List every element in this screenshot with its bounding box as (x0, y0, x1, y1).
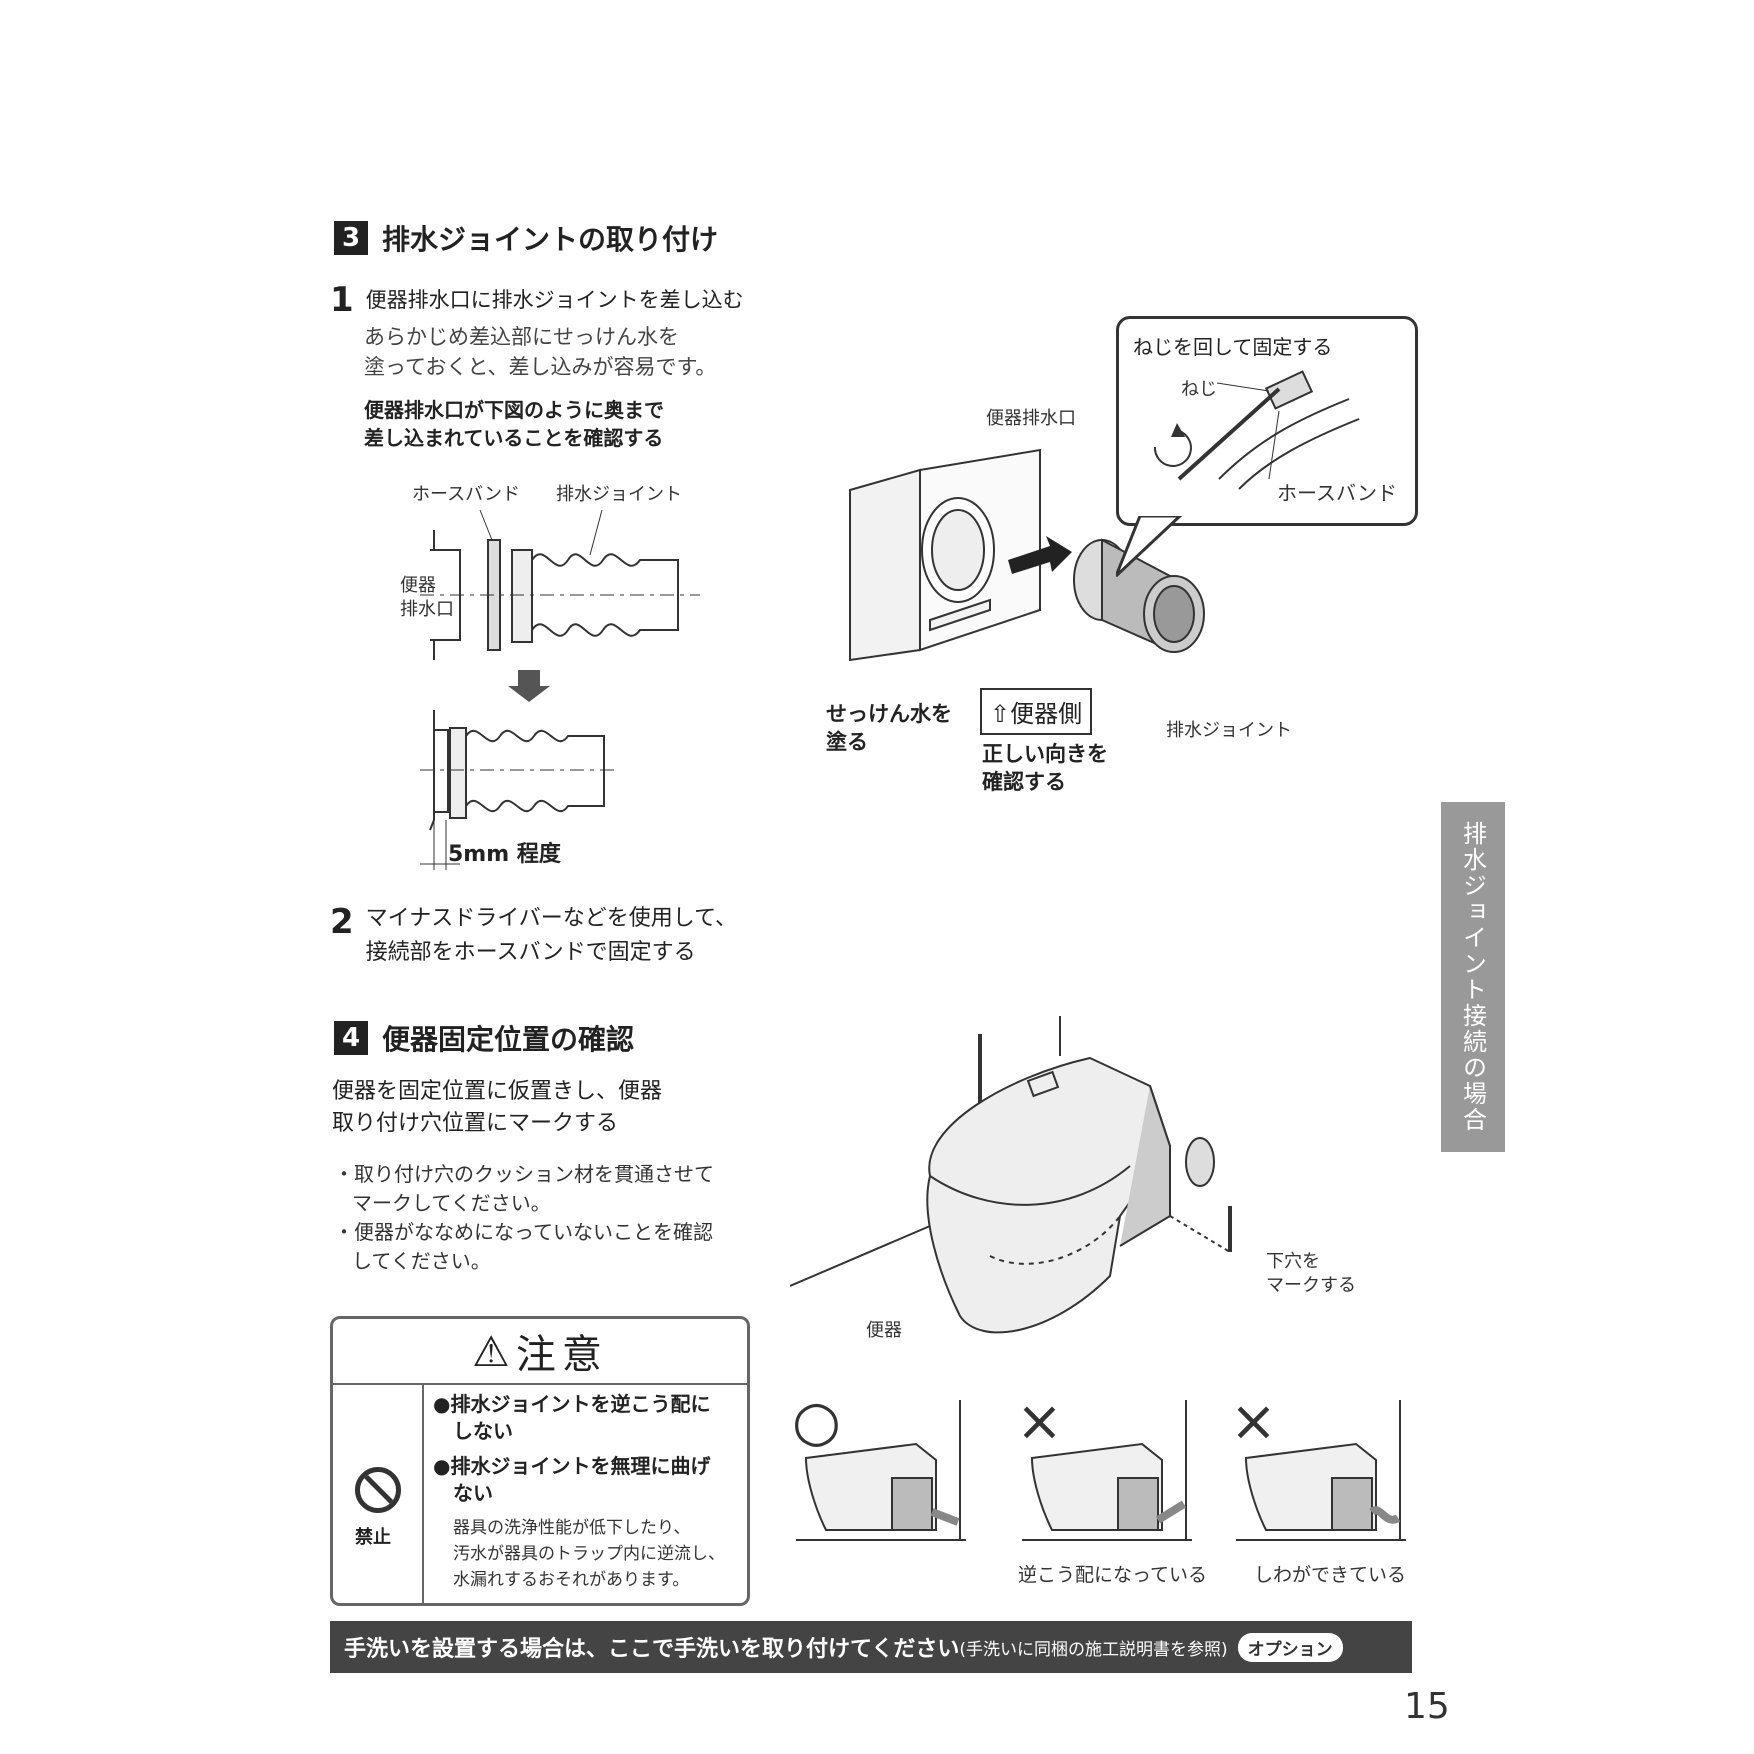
screw-tightening-illustration (1153, 370, 1360, 490)
bullet-line: ・取り付け穴のクッション材を貫通させて (334, 1162, 714, 1186)
bottom-banner: 手洗いを設置する場合は、ここで手洗いを取り付けてください (手洗いに同梱の施工説… (330, 1621, 1412, 1673)
section-3-heading: 3 排水ジョイントの取り付け (334, 218, 718, 258)
label-toilet-outlet-2: 便器排水口 (986, 408, 1076, 429)
ng-mark-2: × (1230, 1389, 1277, 1454)
label-line: 下穴を (1266, 1251, 1320, 1272)
prohibit-icon (355, 1467, 401, 1513)
label-mark-hole: 下穴を マークする (1266, 1250, 1356, 1298)
caption-wrinkled: しわができている (1254, 1564, 1407, 1586)
step-line: 接続部をホースバンドで固定する (365, 940, 696, 965)
note-line: 差し込まれていることを確認する (364, 426, 664, 450)
section-4-bullets: ・取り付け穴のクッション材を貫通させて マークしてください。 ・便器がななめにな… (334, 1160, 714, 1276)
callout-title: ねじを回して固定する (1133, 335, 1333, 359)
instruction-line: 取り付け穴位置にマークする (332, 1111, 619, 1136)
label-hose-band-2: ホースバンド (1277, 481, 1397, 505)
ng-mark-1: × (1016, 1389, 1063, 1454)
callout-pointer (1116, 516, 1183, 578)
bullet-line: マークしてください。 (352, 1191, 551, 1215)
bullet-line: してください。 (352, 1249, 491, 1273)
section-number: 4 (334, 1021, 368, 1055)
sidebar-tab: 排水ジョイント接続の場合 (1441, 802, 1505, 1152)
step-2-text: マイナスドライバーなどを使用して、 接続部をホースバンドで固定する (366, 902, 737, 970)
label-hose-band: ホースバンド (412, 484, 520, 505)
step-line: マイナスドライバーなどを使用して、 (365, 906, 738, 931)
instruction-line: 便器を固定位置に仮置きし、便器 (332, 1079, 663, 1104)
label-line: 塗る (826, 730, 868, 754)
callout-box: ねじを回して固定する ねじ ホースバンド (1116, 316, 1418, 526)
caution-title: 注意 (515, 1332, 608, 1378)
step-number: 1 (330, 280, 354, 320)
detail-line: 器具の洗浄性能が低下したり、 (453, 1518, 691, 1538)
label-line: 便器 (400, 575, 436, 596)
section-4-heading: 4 便器固定位置の確認 (334, 1018, 634, 1058)
step-number: 2 (330, 902, 354, 942)
step-1-heading: 1 便器排水口に排水ジョイントを差し込む (330, 280, 744, 320)
joint-insertion-diagram (420, 509, 700, 870)
toilet-outlet-illustration (849, 448, 1205, 662)
bullet-line: ・便器がななめになっていないことを確認 (334, 1220, 713, 1244)
banner-subtext: (手洗いに同梱の施工説明書を参照) (959, 1639, 1228, 1660)
section-title: 排水ジョイントの取り付け (382, 223, 719, 256)
label-apply-soap: せっけん水を 塗る (826, 700, 952, 756)
caution-line: ない (453, 1481, 493, 1505)
caution-header: ⚠ 注意 (333, 1319, 747, 1385)
caution-line: ●排水ジョイントを無理に曲げ (433, 1454, 711, 1478)
prohibit-label: 禁止 (355, 1527, 391, 1548)
step-title: 便器排水口に排水ジョイントを差し込む (365, 288, 744, 312)
toilet-side-tag: ⇧便器側 (980, 688, 1093, 735)
label-gap: 5mm 程度 (448, 842, 561, 867)
option-badge: オプション (1237, 1632, 1343, 1662)
label-screw: ねじ (1181, 379, 1217, 400)
label-line: せっけん水を (826, 702, 952, 726)
label-drain-joint: 排水ジョイント (556, 484, 682, 505)
label-drain-joint-2: 排水ジョイント (1166, 720, 1292, 741)
toilet-position-illustration (790, 1016, 1232, 1334)
caption-reverse-slope: 逆こう配になっている (1018, 1564, 1208, 1586)
banner-text: 手洗いを設置する場合は、ここで手洗いを取り付けてください (344, 1637, 960, 1662)
note-line: 便器排水口が下図のように奥まで (364, 398, 664, 422)
caution-line: しない (453, 1419, 513, 1443)
detail-line: 水漏れするおそれがあります。 (453, 1570, 690, 1590)
check-direction-note: 正しい向きを 確認する (982, 740, 1108, 796)
caution-detail: 器具の洗浄性能が低下したり、 汚水が器具のトラップ内に逆流し、 水漏れするおそれ… (453, 1515, 725, 1593)
label-line: 排水口 (400, 599, 454, 620)
desc-line: あらかじめ差込部にせっけん水を (364, 325, 679, 349)
section-number: 3 (334, 221, 368, 255)
page-number: 15 (1404, 1686, 1450, 1727)
desc-line: 塗っておくと、差し込みが容易です。 (364, 355, 717, 379)
step-2: 2 マイナスドライバーなどを使用して、 接続部をホースバンドで固定する (330, 902, 737, 970)
label-line: マークする (1266, 1275, 1356, 1296)
note-line: 正しい向きを (982, 742, 1108, 766)
section-title: 便器固定位置の確認 (382, 1023, 635, 1056)
label-toilet-outlet: 便器 排水口 (400, 574, 454, 622)
detail-line: 汚水が器具のトラップ内に逆流し、 (453, 1544, 725, 1564)
caution-items: ●排水ジョイントを逆こう配に しない ●排水ジョイントを無理に曲げ ない (433, 1391, 710, 1507)
ok-mark: ○ (792, 1389, 841, 1454)
step-1-desc: あらかじめ差込部にせっけん水を 塗っておくと、差し込みが容易です。 (364, 322, 716, 382)
label-toilet: 便器 (866, 1320, 902, 1341)
slope-comparison-illustration (796, 1400, 1406, 1541)
warning-icon: ⚠ (472, 1326, 510, 1376)
note-line: 確認する (982, 770, 1066, 794)
caution-line: ●排水ジョイントを逆こう配に (433, 1392, 711, 1416)
section-4-instruction: 便器を固定位置に仮置きし、便器 取り付け穴位置にマークする (332, 1076, 662, 1140)
prohibit-column: 禁止 (333, 1385, 424, 1603)
caution-box: ⚠ 注意 禁止 ●排水ジョイントを逆こう配に しない ●排水ジョイントを無理に曲… (330, 1316, 750, 1606)
step-1-note: 便器排水口が下図のように奥まで 差し込まれていることを確認する (364, 396, 664, 452)
